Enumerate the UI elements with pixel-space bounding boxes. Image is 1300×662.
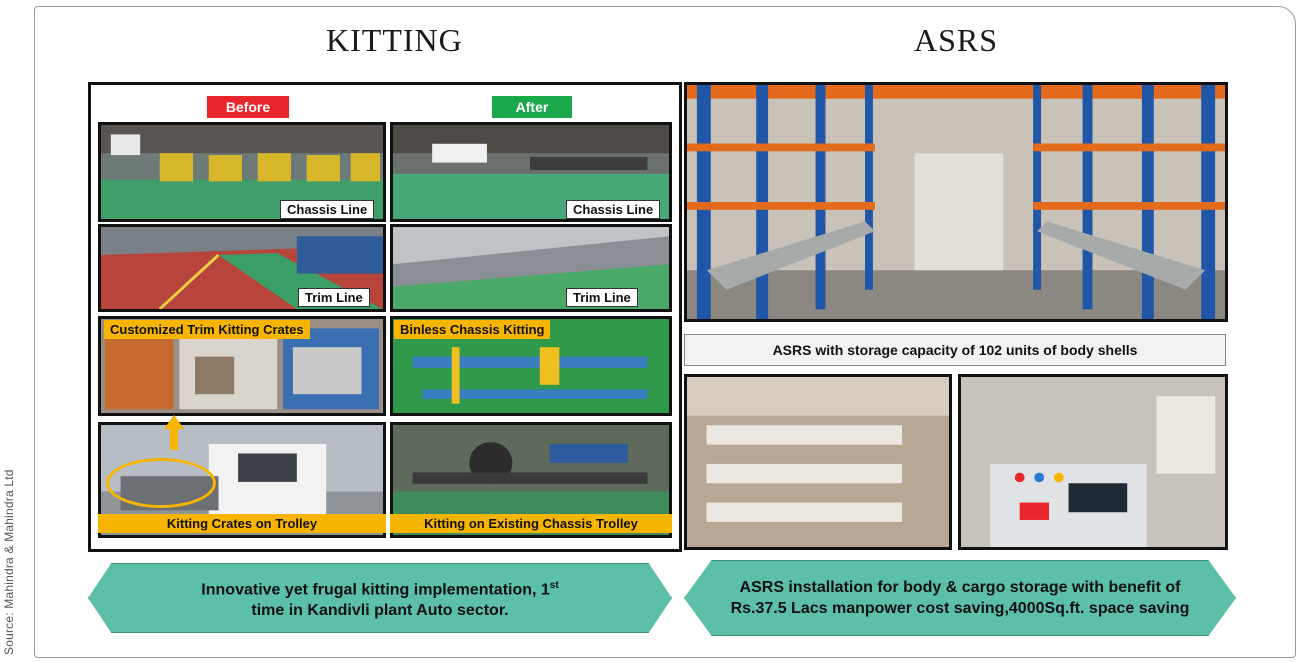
- crates-photo: [98, 316, 386, 416]
- asrs-summary-banner: ASRS installation for body & cargo stora…: [684, 560, 1236, 636]
- after-chassis-caption: Chassis Line: [566, 200, 661, 219]
- source-note: Source: Mahindra & Mahindra Ltd: [2, 469, 16, 655]
- kitting-summary-sup: st: [549, 579, 559, 591]
- crates-caption: Customized Trim Kitting Crates: [104, 320, 310, 339]
- highlight-ellipse: [106, 458, 216, 508]
- asrs-storage-photo: [684, 374, 952, 550]
- trolley-caption: Kitting Crates on Trolley: [98, 514, 386, 533]
- asrs-rack-photo: [684, 82, 1228, 322]
- up-arrow-stem: [170, 428, 178, 450]
- kitting-summary-main: Innovative yet frugal kitting implementa…: [201, 581, 550, 599]
- asrs-control-panel-photo: [958, 374, 1228, 550]
- before-chassis-caption: Chassis Line: [280, 200, 375, 219]
- after-trim-caption: Trim Line: [566, 288, 638, 307]
- after-tag: After: [492, 96, 572, 118]
- after-trim-photo: [390, 224, 672, 312]
- before-tag: Before: [207, 96, 289, 118]
- up-arrow-icon: [164, 415, 184, 429]
- asrs-title: ASRS: [914, 22, 999, 58]
- existing-trolley-caption: Kitting on Existing Chassis Trolley: [390, 514, 672, 533]
- asrs-summary-text: ASRS installation for body & cargo stora…: [730, 579, 1190, 617]
- kitting-title: KITTING: [326, 22, 463, 58]
- asrs-caption: ASRS with storage capacity of 102 units …: [684, 334, 1226, 366]
- before-trim-caption: Trim Line: [298, 288, 370, 307]
- kitting-summary-banner: Innovative yet frugal kitting implementa…: [88, 563, 672, 633]
- binless-caption: Binless Chassis Kitting: [394, 320, 551, 339]
- kitting-summary-end: time in Kandivli plant Auto sector.: [251, 602, 509, 620]
